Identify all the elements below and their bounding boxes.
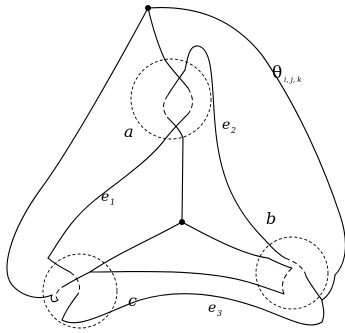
strand-e3-upper [89,270,285,295]
strand-a-cross-4 [165,113,189,139]
top-vertex [145,5,151,11]
strand-a-cross-1 [164,59,189,89]
edge-e2-label: e [222,117,230,133]
strand-b-cross-3 [305,275,323,301]
region-a-circle [130,58,212,140]
edge-e3-subscript: 3 [217,309,222,318]
edge-e1-label: e [101,189,109,205]
region-a-label: a [124,122,134,141]
region-c-label: c [128,291,137,310]
strand-c-cross-4 [50,294,59,303]
strand-a-to-center [181,137,184,223]
strand-b-cross-4 [321,274,336,301]
strand-c-cross-1 [47,257,71,273]
strand-a-dashed-1 [163,94,169,119]
strand-a-cross-2 [167,69,186,96]
strand-center-to-c [89,221,183,273]
strand-e1 [47,137,167,259]
strand-b-cross-2 [267,257,293,269]
strand-b-cross-1 [264,239,286,259]
strand-top-arc-right [184,45,266,241]
strand-b-cross-5 [321,299,325,323]
center-vertex [179,219,185,225]
region-c-circle [42,253,118,329]
strand-a-dashed-2 [187,87,193,115]
strand-center-to-b [181,221,269,259]
strand-c-cross-3 [61,293,79,321]
strand-c-dashed-2 [55,284,67,301]
region-b-circle [255,236,329,310]
strand-top-to-a-left [147,7,166,61]
edge-e3-label: e [208,300,216,316]
edge-e2-subscript: 2 [230,126,236,135]
strand-b-dashed-2 [281,267,293,295]
outer-loop-right [147,6,345,276]
theta-subscript: i, j, k [284,76,302,84]
strand-c-dashed-1 [69,271,81,295]
theta-label: θ [272,63,282,83]
outer-loop-left [6,7,149,299]
edge-e1-subscript: 1 [110,198,115,207]
strand-b-dashed-1 [284,257,307,277]
region-b-label: b [266,209,276,228]
strand-e3 [61,293,323,326]
strand-c-cross-2 [65,271,91,286]
strand-a-cross-3 [167,117,184,139]
